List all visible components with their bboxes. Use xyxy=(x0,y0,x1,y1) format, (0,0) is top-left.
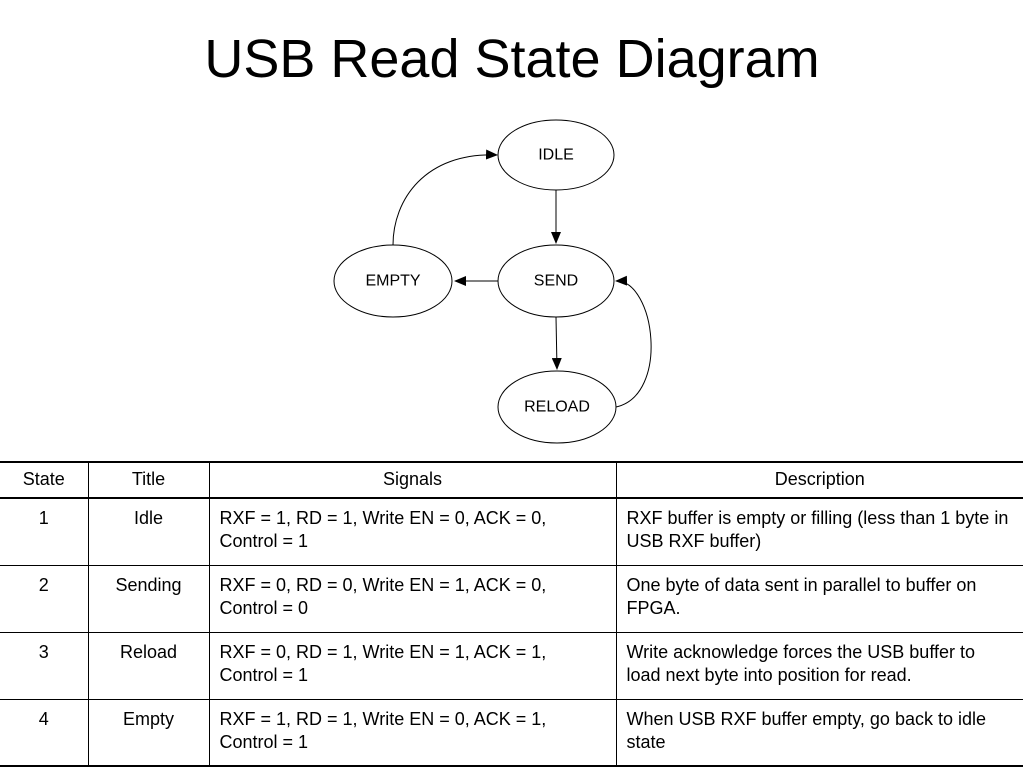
edge-empty-to-idle xyxy=(392,149,498,246)
cell-description: Write acknowledge forces the USB buffer … xyxy=(615,631,1023,700)
node-send-label: SEND xyxy=(534,273,578,290)
header-state: State xyxy=(0,461,89,499)
edge-reload-to-send xyxy=(615,275,652,408)
header-title: Title xyxy=(87,461,210,499)
cell-title: Reload xyxy=(87,631,210,700)
cell-signals: RXF = 1, RD = 1, Write EN = 0, ACK = 0, … xyxy=(208,497,617,566)
cell-state: 2 xyxy=(0,564,89,633)
table-row: 3 Reload RXF = 0, RD = 1, Write EN = 1, … xyxy=(0,631,1023,700)
state-diagram: IDLE SEND EMPTY RELOAD xyxy=(333,119,652,444)
cell-description: When USB RXF buffer empty, go back to id… xyxy=(615,698,1023,767)
header-description: Description xyxy=(615,461,1023,499)
cell-description: One byte of data sent in parallel to buf… xyxy=(615,564,1023,633)
cell-state: 4 xyxy=(0,698,89,767)
table-row: 4 Empty RXF = 1, RD = 1, Write EN = 0, A… xyxy=(0,698,1023,767)
cell-signals: RXF = 0, RD = 1, Write EN = 1, ACK = 1, … xyxy=(208,631,617,700)
node-idle: IDLE xyxy=(497,119,615,191)
table-row: 1 Idle RXF = 1, RD = 1, Write EN = 0, AC… xyxy=(0,497,1023,566)
cell-signals: RXF = 1, RD = 1, Write EN = 0, ACK = 1, … xyxy=(208,698,617,767)
node-empty-label: EMPTY xyxy=(365,273,420,290)
cell-title: Idle xyxy=(87,497,210,566)
cell-state: 3 xyxy=(0,631,89,700)
node-send: SEND xyxy=(497,244,615,318)
node-reload: RELOAD xyxy=(497,370,617,444)
cell-state: 1 xyxy=(0,497,89,566)
table-row: 2 Sending RXF = 0, RD = 0, Write EN = 1,… xyxy=(0,564,1023,633)
slide-title: USB Read State Diagram xyxy=(204,29,820,89)
header-signals: Signals xyxy=(208,461,617,499)
cell-signals: RXF = 0, RD = 0, Write EN = 1, ACK = 0, … xyxy=(208,564,617,633)
state-table: State Title Signals Description 1 Idle R… xyxy=(0,461,1023,767)
cell-description: RXF buffer is empty or filling (less tha… xyxy=(615,497,1023,566)
node-empty: EMPTY xyxy=(333,244,453,318)
edge-send-to-reload xyxy=(551,316,562,370)
cell-title: Sending xyxy=(87,564,210,633)
node-idle-label: IDLE xyxy=(538,147,574,164)
node-reload-label: RELOAD xyxy=(524,399,590,416)
table-header-row: State Title Signals Description xyxy=(0,461,1023,499)
cell-title: Empty xyxy=(87,698,210,767)
